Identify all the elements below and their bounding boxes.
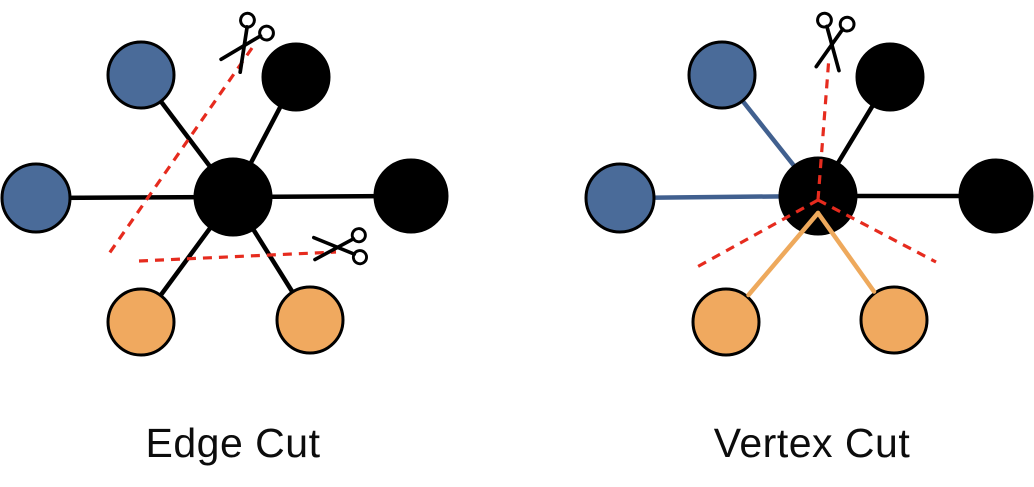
cut-line xyxy=(817,198,937,264)
graph-node-bottom-right xyxy=(275,285,345,355)
scissors-icon xyxy=(219,11,275,75)
graph-node-left xyxy=(0,162,72,234)
graph-node-left xyxy=(584,162,656,234)
graph-edge-overlay xyxy=(815,210,877,294)
vertex-cut-caption: Vertex Cut xyxy=(714,420,911,466)
graph-node-top-left xyxy=(106,40,176,110)
vertex-cut-node-layer xyxy=(584,40,1034,357)
graph-node-right xyxy=(958,158,1034,234)
cut-line xyxy=(816,56,831,201)
vertex-cut-diagram xyxy=(584,11,1034,357)
graph-node-top-right xyxy=(261,42,331,112)
graph-node-bottom-left xyxy=(691,287,761,357)
scissors-icon xyxy=(312,227,368,266)
edge-cut-node-layer xyxy=(0,40,449,357)
graph-node-right xyxy=(373,158,449,234)
graph-edge-overlay xyxy=(746,210,821,298)
graph-node-top-right xyxy=(855,42,925,112)
cut-line xyxy=(696,198,819,269)
graph-node-bottom-left xyxy=(106,287,176,357)
graph-node-bottom-right xyxy=(859,285,929,355)
graph-node-top-left xyxy=(687,40,757,110)
cut-line xyxy=(138,250,337,263)
edge-cut-caption: Edge Cut xyxy=(146,420,321,466)
edge-cut-diagram xyxy=(0,11,449,357)
cut-line xyxy=(104,47,254,259)
scissors-icon xyxy=(814,11,856,73)
graph-node-center xyxy=(193,157,273,237)
